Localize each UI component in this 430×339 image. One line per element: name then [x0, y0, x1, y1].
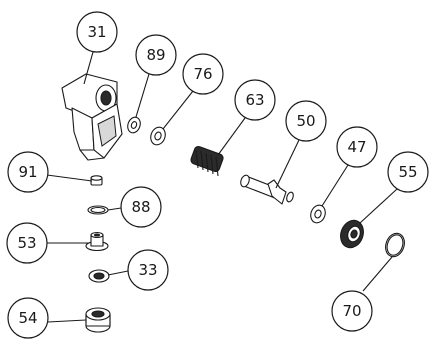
- callout-88: 88: [120, 186, 162, 228]
- callout-label-31: 31: [87, 23, 106, 41]
- callout-label-70: 70: [342, 302, 361, 320]
- part-76-washer: [150, 126, 166, 146]
- part-47-washer: [310, 204, 326, 224]
- leader-54: [47, 319, 87, 323]
- leader-47: [321, 164, 349, 207]
- part-54-cap: [85, 307, 111, 333]
- leader-89: [135, 73, 150, 118]
- callout-label-88: 88: [131, 198, 150, 216]
- callout-47: 47: [336, 126, 378, 168]
- callout-label-55: 55: [398, 163, 417, 181]
- callout-label-50: 50: [296, 112, 315, 130]
- leader-lines: [45, 51, 398, 323]
- callout-53: 53: [6, 222, 48, 264]
- callout-label-54: 54: [18, 309, 37, 327]
- part-63-spring: [190, 145, 224, 177]
- part-55-bearing: [340, 219, 364, 249]
- callout-label-89: 89: [146, 46, 165, 64]
- leader-91: [46, 174, 93, 182]
- part-53-fitting: [85, 231, 109, 252]
- callout-label-91: 91: [18, 163, 37, 181]
- part-31-housing: [61, 73, 123, 161]
- callout-label-53: 53: [17, 234, 36, 252]
- part-33-nut: [88, 269, 110, 283]
- leader-50: [275, 139, 300, 189]
- callout-76: 76: [182, 53, 224, 95]
- part-70-oring: [385, 232, 405, 258]
- callout-label-33: 33: [138, 261, 157, 279]
- callout-label-47: 47: [347, 138, 366, 156]
- callout-63: 63: [234, 79, 276, 121]
- callout-label-76: 76: [193, 65, 212, 83]
- part-91-pin: [90, 175, 103, 186]
- callout-91: 91: [7, 151, 49, 193]
- callout-89: 89: [135, 34, 177, 76]
- callout-31: 31: [76, 11, 118, 53]
- part-89-washer: [127, 116, 141, 134]
- leader-88: [107, 207, 122, 211]
- leader-70: [362, 256, 393, 292]
- callout-33: 33: [127, 249, 169, 291]
- part-50-pin: [240, 174, 294, 205]
- callout-50: 50: [285, 100, 327, 142]
- leader-55: [359, 188, 398, 224]
- leader-76: [162, 90, 194, 130]
- part-88-oring: [87, 205, 109, 215]
- callout-54: 54: [7, 297, 49, 339]
- leader-63: [217, 117, 246, 156]
- leader-33: [107, 270, 129, 276]
- callout-55: 55: [387, 151, 429, 193]
- leader-31: [83, 51, 94, 85]
- callout-label-63: 63: [245, 91, 264, 109]
- callout-70: 70: [331, 290, 373, 332]
